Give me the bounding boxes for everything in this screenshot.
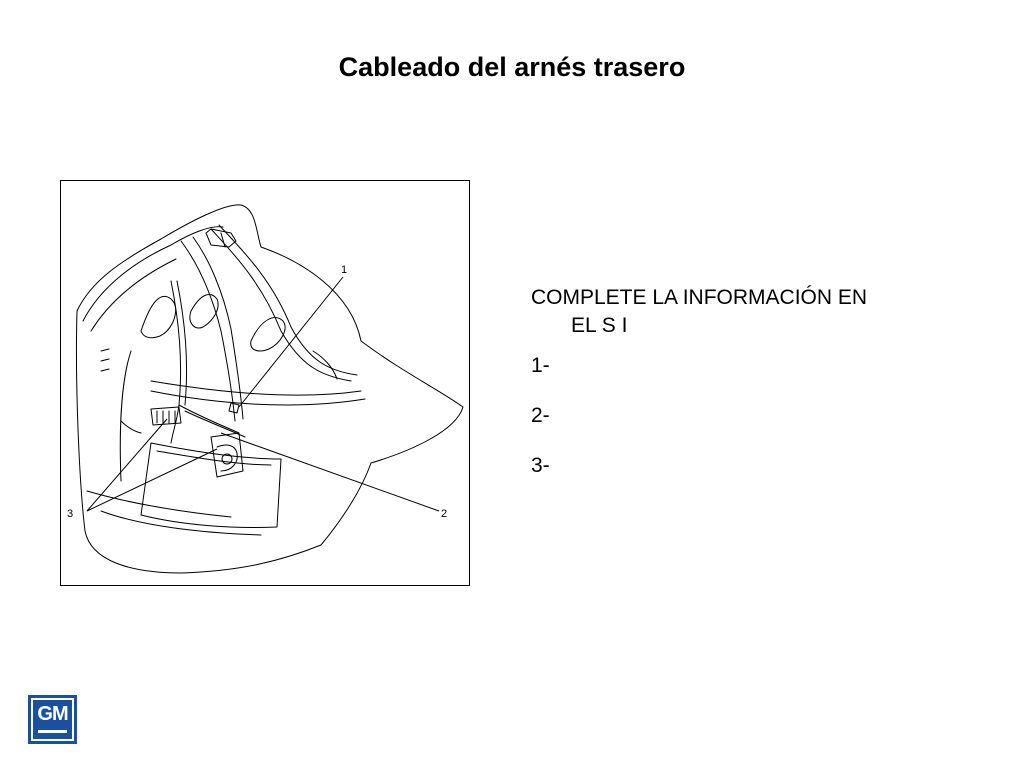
answer-item-2: 2- [531,404,550,427]
trunk-lid-illustration: 1 2 3 [67,204,464,574]
rear-harness-diagram: 1 2 3 [60,180,470,586]
slide-title: Cableado del arnés trasero [338,52,686,82]
answer-item-3: 3- [531,454,550,477]
instruction-line-continued: EL S I [571,314,628,337]
callout-3: 3 [67,508,73,520]
leader-3b [86,448,218,512]
answer-item-1: 1- [531,354,550,377]
callout-1: 1 [341,264,347,276]
callout-2: 2 [441,508,447,520]
gm-logo: GM [28,695,77,744]
leader-3a [86,418,168,512]
gm-logo-text: GM [37,703,68,725]
leader-2 [220,432,440,512]
leader-1 [238,276,344,408]
instruction-line: COMPLETE LA INFORMACIÓN EN [531,286,868,309]
answer-list: 1- 2- 3- [531,352,971,480]
instructions-block: COMPLETE LA INFORMACIÓN EN EL S I 1- 2- … [531,284,971,502]
